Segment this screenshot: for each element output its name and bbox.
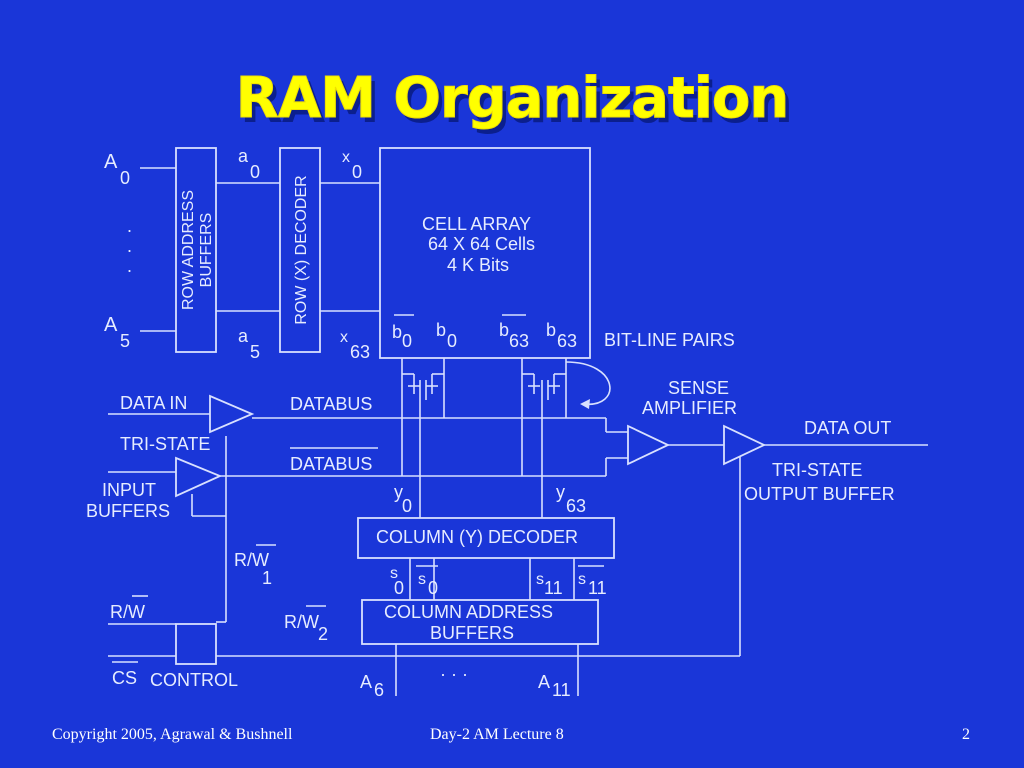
tri-state-label: TRI-STATE	[120, 434, 210, 454]
col-addr-a6-sub: 6	[374, 680, 384, 700]
bl-b0-letter: b	[436, 320, 446, 340]
addr-sub-a0: 0	[120, 168, 130, 188]
row-address-inputs: A 0 . . . A 5	[104, 151, 176, 351]
footer-page-number: 2	[962, 726, 970, 743]
sig-s11bar-sub: 11	[588, 578, 607, 598]
sig-s0bar-sub: 0	[428, 578, 438, 598]
cell-array-box	[379, 147, 591, 359]
input-tri-state-buffer	[175, 456, 223, 498]
col-addr-dots: · · ·	[440, 664, 468, 684]
rw1-label: R/W	[234, 550, 269, 570]
output-buffer-label-1: TRI-STATE	[772, 460, 862, 480]
row-address-buffers-box	[175, 147, 217, 353]
sig-a5-sub: 5	[250, 342, 260, 362]
sig-x0-sub: 0	[352, 162, 362, 182]
row-address-buffers-label: ROW ADDRESS BUFFERS	[180, 190, 215, 310]
sense-amplifier	[627, 424, 671, 466]
databus-label: DATABUS	[290, 394, 372, 414]
row-decoder-label: ROW (X) DECODER	[293, 175, 310, 324]
sig-s0-sub: 0	[394, 578, 404, 598]
input-buffers-line-1: INPUT	[102, 480, 156, 500]
column-address-buffers-line-2: BUFFERS	[430, 623, 514, 643]
addr-dot-3: .	[127, 256, 132, 276]
output-tri-state-buffer	[723, 424, 767, 466]
col-addr-a11-letter: A	[538, 672, 550, 692]
slide-title: RAM Organization	[235, 66, 790, 132]
column-decoder-label: COLUMN (Y) DECODER	[376, 527, 578, 547]
sig-s11-letter: s	[536, 571, 544, 588]
bl-b0bar-sub: 0	[402, 331, 412, 351]
footer-lecture: Day-2 AM Lecture 8	[430, 726, 564, 743]
bl-b63bar-letter: b	[499, 320, 509, 340]
sig-a0-sub: 0	[250, 162, 260, 182]
addr-sub-a5: 5	[120, 331, 130, 351]
sig-x63-letter: x	[340, 329, 348, 346]
data-in-buffer	[209, 394, 255, 434]
sig-y0-letter: y	[394, 482, 403, 502]
addr-dot-2: .	[127, 236, 132, 256]
addr-dot-1: .	[127, 216, 132, 236]
sig-s11-sub: 11	[544, 578, 563, 598]
sig-s0bar-letter: s	[418, 571, 426, 588]
column-address-buffers-line-1: COLUMN ADDRESS	[384, 602, 553, 622]
sig-a5-letter: a	[238, 326, 249, 346]
cell-array-bits: 4 K Bits	[447, 255, 509, 275]
sense-amp-label-2: AMPLIFIER	[642, 398, 737, 418]
row-decoder-label-group: ROW (X) DECODER	[293, 175, 310, 324]
bl-b63-letter: b	[546, 320, 556, 340]
slide-title-shadow: RAM Organization	[239, 71, 794, 136]
rw2-label: R/W	[284, 612, 319, 632]
sig-x0-letter: x	[342, 149, 350, 166]
column-address-buffers-box	[361, 599, 599, 645]
databus-bar-label: DATABUS	[290, 454, 372, 474]
col-addr-a11-sub: 11	[552, 680, 571, 700]
row-address-buffers-line-2: BUFFERS	[198, 213, 215, 288]
row-address-buffers-line-1: ROW ADDRESS	[180, 190, 197, 310]
addr-label-a5: A	[104, 314, 118, 336]
sig-x63-sub: 63	[350, 342, 370, 362]
bitline-pairs-label: BIT-LINE PAIRS	[604, 330, 735, 350]
footer-copyright: Copyright 2005, Agrawal & Bushnell	[52, 726, 293, 743]
rw-input-label: R/W	[110, 602, 145, 622]
sig-y63-sub: 63	[566, 496, 586, 516]
cell-array-title: CELL ARRAY	[422, 214, 531, 234]
cs-input-label: CS	[112, 668, 137, 688]
bitline-pairs-arrowhead	[580, 399, 590, 409]
bitline-pairs-arrow	[565, 361, 611, 405]
bl-b63-sub: 63	[557, 331, 577, 351]
column-switch-63	[522, 373, 566, 518]
sense-amp-label-1: SENSE	[668, 378, 729, 398]
cell-array-size: 64 X 64 Cells	[428, 234, 535, 254]
rw2-sub: 2	[318, 624, 328, 644]
rw1-sub: 1	[262, 568, 272, 588]
input-buffers-line-2: BUFFERS	[86, 501, 170, 521]
addr-label-a0: A	[104, 151, 118, 173]
data-out-label: DATA OUT	[804, 418, 891, 438]
sig-s11bar-letter: s	[578, 571, 586, 588]
bl-b0bar-letter: b	[392, 322, 402, 342]
bl-b0-sub: 0	[447, 331, 457, 351]
sig-s0-letter: s	[390, 565, 398, 582]
data-in-label: DATA IN	[120, 393, 187, 413]
column-decoder-box	[357, 517, 615, 559]
control-box	[175, 623, 217, 665]
output-buffer-label-2: OUTPUT BUFFER	[744, 484, 895, 504]
sig-y63-letter: y	[556, 482, 565, 502]
column-switch-0	[402, 373, 444, 518]
sig-a0-letter: a	[238, 146, 249, 166]
bl-b63bar-sub: 63	[509, 331, 529, 351]
row-decoder-box	[279, 147, 321, 353]
sig-y0-sub: 0	[402, 496, 412, 516]
col-addr-a6-letter: A	[360, 672, 372, 692]
control-label: CONTROL	[150, 670, 238, 690]
